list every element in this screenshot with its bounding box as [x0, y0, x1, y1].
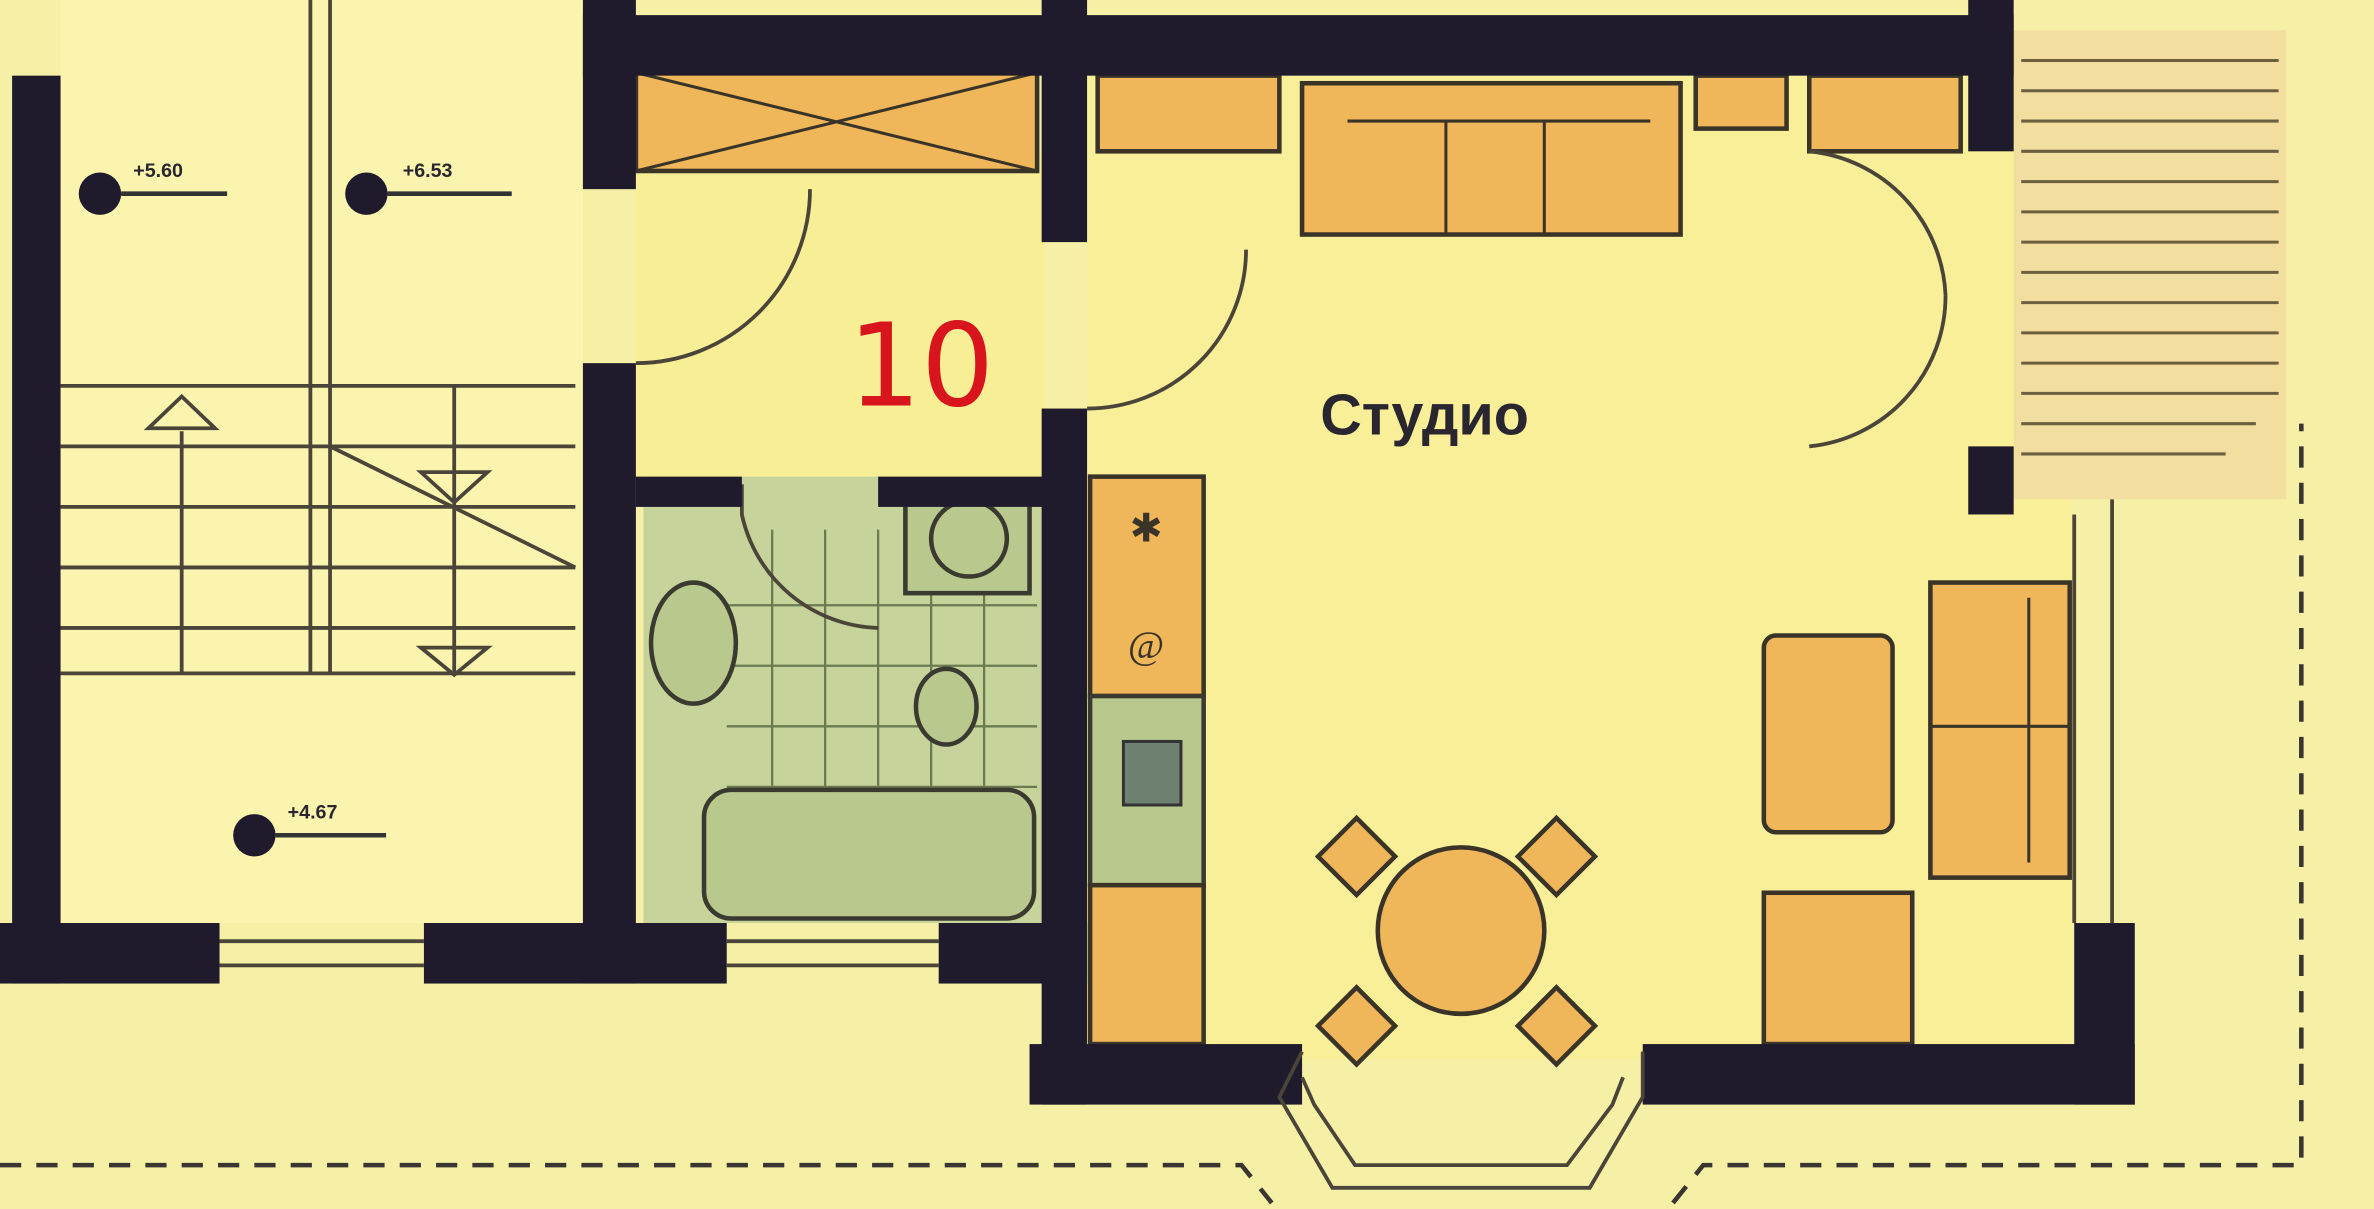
- elevation-label: +6.53: [403, 160, 453, 182]
- elevation-label: +4.67: [288, 802, 338, 824]
- doors: [635, 149, 1948, 630]
- kitchen-counter: ✱ @: [1087, 474, 1206, 1047]
- walls: [0, 0, 2135, 1105]
- lower-chair: [1761, 890, 1915, 1047]
- elevation-label: +5.60: [133, 160, 183, 182]
- dining-table: [1314, 814, 1599, 1068]
- plot-boundary: [0, 423, 2304, 1205]
- balcony: [2013, 30, 2287, 500]
- armchair: [1761, 633, 1895, 835]
- sofa-right: [1928, 580, 2072, 880]
- svg-text:✱: ✱: [1130, 507, 1163, 551]
- room-label: Студио: [1320, 383, 1529, 447]
- unit-number: 10: [848, 300, 994, 434]
- bathroom-fixtures: [648, 481, 1037, 921]
- top-cabinets: [633, 70, 1963, 174]
- stair-floor: [60, 0, 583, 924]
- svg-text:@: @: [1128, 623, 1164, 667]
- balcony-hatching: [2021, 59, 2279, 456]
- staircase: [60, 0, 577, 678]
- elevation-marker-3: +4.67: [233, 802, 387, 857]
- windows: [219, 499, 2114, 1190]
- elevation-marker-1: +5.60: [78, 160, 228, 215]
- hall-floor: [635, 151, 1045, 477]
- sofa-top: [1299, 80, 1683, 237]
- bathroom-tiles: [726, 529, 1038, 788]
- elevation-marker-2: +6.53: [345, 160, 512, 215]
